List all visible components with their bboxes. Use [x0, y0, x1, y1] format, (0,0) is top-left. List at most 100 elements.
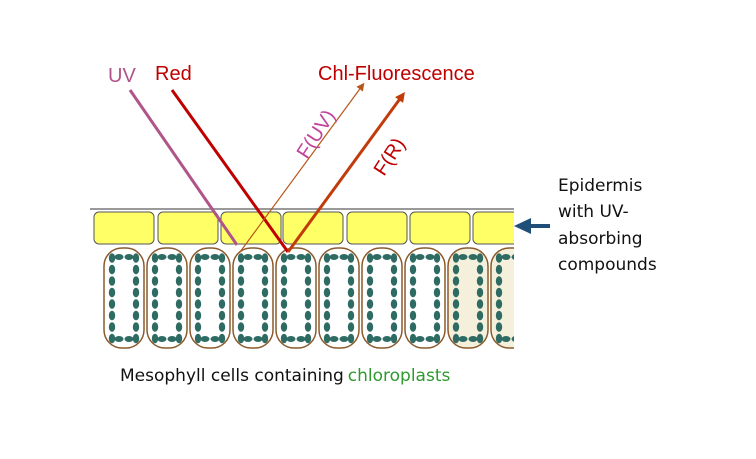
mesophyll-cell: [232, 247, 274, 349]
chloroplast: [194, 299, 202, 309]
chloroplast: [433, 264, 441, 275]
chloroplast: [237, 253, 245, 263]
chloroplast: [280, 276, 288, 286]
chloroplast: [390, 299, 398, 309]
chloroplast: [495, 322, 503, 332]
chloroplast: [194, 264, 202, 275]
chloroplast: [458, 254, 468, 260]
chloroplast: [237, 333, 245, 344]
chloroplast: [409, 322, 417, 332]
chloroplast: [476, 310, 484, 321]
chloroplast: [347, 333, 355, 344]
chloroplast: [304, 276, 312, 286]
chloroplast: [366, 264, 374, 275]
chloroplast: [210, 336, 220, 342]
chloroplast: [323, 310, 331, 321]
chloroplast: [476, 333, 484, 344]
chloroplast: [520, 288, 526, 298]
chloroplast: [409, 287, 417, 298]
chloroplast: [108, 253, 116, 263]
chloroplast: [194, 276, 202, 286]
chloroplast: [329, 254, 339, 260]
chloroplast: [390, 333, 398, 344]
chloroplast: [476, 253, 484, 263]
chloroplast: [253, 254, 263, 260]
chloroplast: [132, 287, 140, 298]
chloroplast: [433, 276, 441, 286]
chloroplast: [280, 299, 288, 309]
chloroplast: [347, 264, 355, 275]
chloroplast: [237, 299, 245, 309]
chloroplast: [372, 336, 382, 342]
chloroplast: [132, 322, 140, 332]
chloroplast: [151, 276, 159, 286]
chloroplast: [425, 254, 435, 260]
chloroplast: [280, 333, 288, 344]
uv-ray: [128, 89, 239, 246]
chloroplast: [347, 276, 355, 286]
chloroplast: [253, 336, 263, 342]
chloroplast: [132, 264, 140, 275]
uv-label: UV: [108, 65, 136, 87]
chloroplast: [304, 264, 312, 275]
chloroplast: [495, 299, 503, 309]
chloroplast: [409, 276, 417, 286]
chloroplast: [261, 287, 269, 298]
chloroplast: [194, 310, 202, 321]
chloroplast: [511, 254, 514, 260]
chloroplast: [433, 287, 441, 298]
chl-fluorescence-label: Chl-Fluorescence: [318, 63, 475, 85]
chloroplast: [108, 264, 116, 275]
mesophyll-caption-text: Mesophyll cells containing: [120, 366, 344, 386]
chloroplast: [390, 322, 398, 332]
chloroplast: [458, 336, 468, 342]
mesophyll-cell: [404, 247, 446, 349]
chloroplast: [347, 322, 355, 332]
epidermis-cell: [157, 211, 219, 245]
chloroplast: [304, 299, 312, 309]
chloroplast: [390, 287, 398, 298]
epidermis-label-line1: Epidermis: [558, 176, 642, 196]
chloroplast: [218, 322, 226, 332]
chloroplast: [390, 264, 398, 275]
mesophyll-cell: [318, 247, 360, 349]
chloroplast: [366, 299, 374, 309]
epidermis-cell: [472, 211, 514, 245]
mesophyll-cell: [103, 247, 145, 349]
chloroplast: [175, 299, 183, 309]
chloroplast: [409, 310, 417, 321]
chloroplast: [501, 336, 511, 342]
chloroplast: [390, 276, 398, 286]
chloroplast: [476, 276, 484, 286]
red-ray: [170, 89, 290, 253]
chloroplast: [286, 336, 296, 342]
chloroplast: [304, 333, 312, 344]
chloroplast: [175, 264, 183, 275]
chloroplast: [520, 299, 526, 309]
chloroplast: [511, 336, 514, 342]
chloroplast: [452, 333, 460, 344]
chloroplast: [433, 253, 441, 263]
chloroplast: [382, 254, 392, 260]
chloroplast: [124, 254, 134, 260]
chloroplast: [200, 254, 210, 260]
chloroplast: [108, 299, 116, 309]
chloroplast: [304, 322, 312, 332]
chloroplast: [415, 336, 425, 342]
chloroplast: [175, 287, 183, 298]
chloroplast: [210, 254, 220, 260]
chloroplast: [415, 254, 425, 260]
chloroplast: [452, 253, 460, 263]
chloroplast: [304, 310, 312, 321]
chloroplast: [280, 264, 288, 275]
chloroplast: [286, 254, 296, 260]
chloroplast: [347, 253, 355, 263]
chloroplast: [132, 310, 140, 321]
epidermis-label-line2: with UV-: [558, 202, 629, 222]
chloroplast: [280, 322, 288, 332]
chloroplast: [409, 333, 417, 344]
mesophyll-cell: [189, 247, 231, 349]
chloroplast: [132, 276, 140, 286]
chloroplast: [151, 299, 159, 309]
chloroplast: [175, 333, 183, 344]
